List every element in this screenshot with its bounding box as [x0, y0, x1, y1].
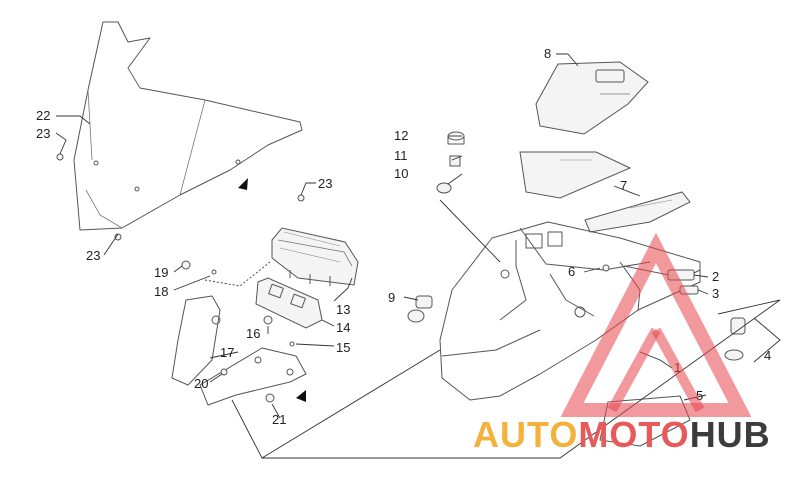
- ignition-parts: [436, 131, 465, 194]
- washer-18: [211, 269, 217, 275]
- callout-leaders: [55, 53, 709, 419]
- callout-8: 8: [544, 46, 551, 61]
- callout-9: 9: [388, 290, 395, 305]
- callout-16: 16: [246, 326, 260, 341]
- nut-19: [181, 260, 191, 270]
- screw-16: [263, 315, 273, 325]
- callout-12: 12: [394, 128, 408, 143]
- callout-17: 17: [220, 345, 234, 360]
- bolt-20: [220, 368, 228, 376]
- callout-21: 21: [272, 412, 286, 427]
- watermark-part-b: MOTO: [578, 414, 690, 455]
- callout-6: 6: [568, 264, 575, 279]
- callout-23: 23: [36, 126, 50, 141]
- mounting-bracket-part: [171, 295, 307, 406]
- callout-10: 10: [394, 166, 408, 181]
- callout-numbers: 22 23 23 23 12 11 10 8 7 6 2 3 4 1 5 9 1…: [36, 46, 771, 427]
- callout-11: 11: [394, 148, 408, 163]
- instrument-cluster-part: [271, 227, 359, 286]
- callout-15: 15: [336, 340, 350, 355]
- watermark-logo-icon: [560, 232, 752, 417]
- callout-20: 20: [194, 376, 208, 391]
- callout-23: 23: [318, 176, 332, 191]
- callout-3: 3: [712, 286, 719, 301]
- direction-arrow-icon: [238, 178, 248, 190]
- callout-5: 5: [696, 388, 703, 403]
- watermark-part-a: AUTO: [473, 414, 579, 455]
- watermark-part-c: HUB: [689, 414, 771, 455]
- screw-15: [289, 341, 295, 347]
- callout-14: 14: [336, 320, 350, 335]
- callout-4: 4: [764, 348, 771, 363]
- switch-9-part: [407, 295, 433, 323]
- direction-arrow-icon: [296, 390, 306, 402]
- nut-21: [265, 393, 275, 403]
- callout-19: 19: [154, 265, 168, 280]
- windshield-screws: [56, 153, 305, 241]
- callout-18: 18: [154, 284, 168, 299]
- callout-23: 23: [86, 248, 100, 263]
- part-6: [602, 264, 610, 272]
- side-panels-part: [519, 151, 691, 233]
- part-4: [724, 317, 746, 361]
- part-5: [599, 395, 691, 447]
- callout-7: 7: [620, 178, 627, 193]
- callout-13: 13: [336, 302, 350, 317]
- callout-2: 2: [712, 269, 719, 284]
- front-fairing-part: [439, 221, 701, 401]
- callout-22: 22: [36, 108, 50, 123]
- watermark-brand: AUTOMOTOHUB: [473, 414, 771, 456]
- windshield-part: [73, 21, 303, 231]
- top-cover-part: [535, 61, 649, 135]
